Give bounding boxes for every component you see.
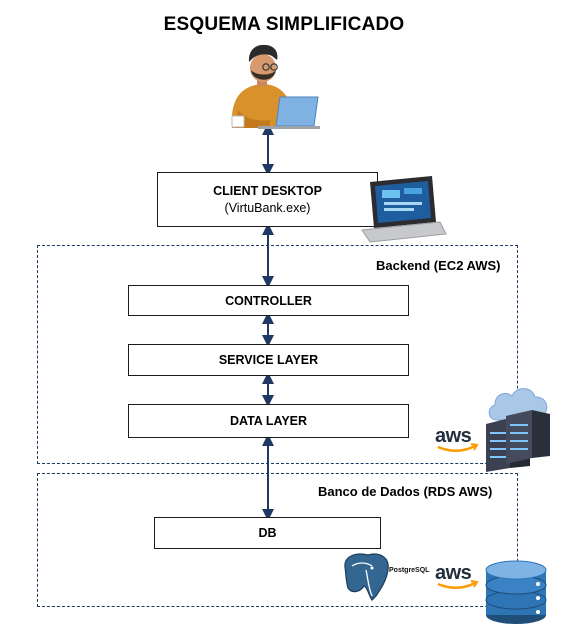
db-box: DB	[154, 517, 381, 549]
postgresql-logo-text: PostgreSQL	[389, 567, 430, 574]
db-label: DB	[258, 526, 277, 540]
backend-group-label: Backend (EC2 AWS)	[376, 258, 501, 273]
backend-group	[37, 245, 518, 464]
aws-logo-icon: aws	[435, 562, 483, 590]
database-group	[37, 473, 518, 607]
client-desktop-box: CLIENT DESKTOP (VirtuBank.exe)	[157, 172, 378, 227]
aws-logo-icon: aws	[435, 425, 483, 453]
page-title: ESQUEMA SIMPLIFICADO	[163, 14, 405, 35]
service-layer-label: SERVICE LAYER	[218, 353, 319, 367]
client-desktop-sublabel: (VirtuBank.exe)	[224, 201, 311, 215]
service-layer-box: SERVICE LAYER	[128, 344, 409, 376]
client-desktop-label: CLIENT DESKTOP	[213, 184, 322, 198]
controller-box: CONTROLLER	[128, 285, 409, 316]
data-layer-label: DATA LAYER	[229, 414, 308, 428]
database-group-label: Banco de Dados (RDS AWS)	[318, 484, 493, 499]
data-layer-box: DATA LAYER	[128, 404, 409, 438]
controller-label: CONTROLLER	[225, 293, 312, 308]
